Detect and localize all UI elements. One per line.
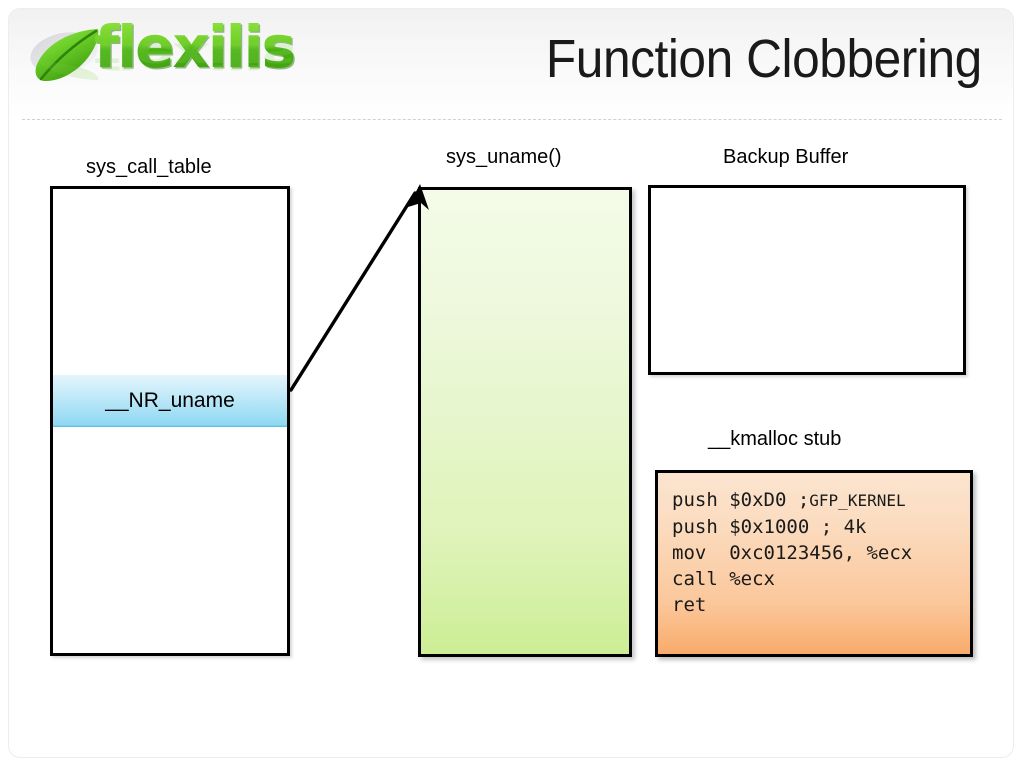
code-mnemonic: ret bbox=[672, 594, 707, 616]
nr-uname-row[interactable]: __NR_uname bbox=[53, 375, 287, 427]
backup-buffer-box bbox=[648, 185, 966, 375]
flexilis-wordmark-shadow: flexilis bbox=[96, 20, 298, 78]
code-line: call %ecx bbox=[672, 566, 970, 592]
code-line: mov 0xc0123456, %ecx bbox=[672, 540, 970, 566]
sys-uname-box bbox=[418, 187, 632, 657]
leaf-icon bbox=[30, 29, 99, 82]
backup-buffer-label: Backup Buffer bbox=[723, 146, 849, 168]
flexilis-logo: flexilis flexilis flexilis bbox=[22, 18, 312, 108]
kmalloc-stub-label: __kmalloc stub bbox=[708, 428, 842, 450]
code-line: push $0xD0 ;GFP_KERNEL bbox=[672, 487, 970, 514]
kmalloc-stub-box: push $0xD0 ;GFP_KERNEL push $0x1000 ; 4k… bbox=[655, 470, 973, 657]
header-divider bbox=[22, 119, 1002, 120]
flexilis-wordmark-reflection: flexilis bbox=[94, 34, 295, 78]
leaf-reflection-icon bbox=[38, 60, 99, 81]
code-comment: GFP_KERNEL bbox=[809, 491, 906, 510]
page-title: Function Clobbering bbox=[546, 29, 982, 89]
sys-uname-label: sys_uname() bbox=[446, 146, 562, 168]
code-line: push $0x1000 ; 4k bbox=[672, 514, 970, 540]
code-mnemonic: call %ecx bbox=[672, 568, 775, 590]
code-mnemonic: push $0xD0 ; bbox=[672, 489, 810, 511]
slide-header: flexilis flexilis flexilis Function Clob… bbox=[0, 0, 1024, 125]
syscall-table-label: sys_call_table bbox=[86, 156, 212, 178]
clobber-arrow-icon bbox=[289, 184, 429, 392]
flexilis-wordmark: flexilis bbox=[94, 13, 296, 81]
code-mnemonic: mov 0xc0123456, %ecx bbox=[672, 542, 913, 564]
code-mnemonic: push $0x1000 ; 4k bbox=[672, 516, 867, 538]
syscall-table-box: __NR_uname bbox=[50, 186, 290, 656]
code-line: ret bbox=[672, 592, 970, 618]
